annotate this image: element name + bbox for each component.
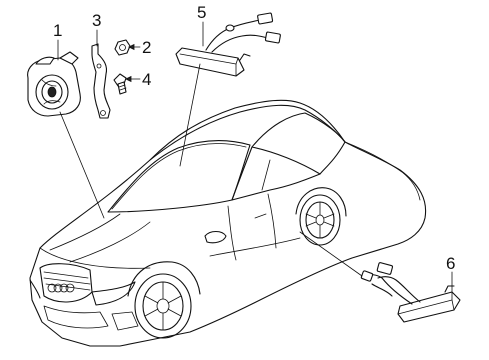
callout-5: 5: [197, 3, 206, 22]
leader-lines: [57, 21, 453, 293]
car-illustration: [29, 99, 427, 347]
callout-6: 6: [446, 254, 455, 273]
callout-3: 3: [92, 11, 101, 30]
callout-labels: 1 2 3 4 5 6: [53, 3, 455, 273]
part-5-module: [175, 12, 281, 77]
brand-rings-icon: [47, 283, 75, 293]
part-3-bracket: [91, 43, 111, 119]
part-4-bolt: [113, 73, 127, 95]
part-2-nut: [114, 39, 131, 56]
rear-wheel: [295, 187, 347, 246]
callout-2: 2: [142, 38, 151, 57]
part-1-siren: [27, 51, 81, 117]
callout-1: 1: [53, 21, 62, 40]
front-wheel: [127, 261, 201, 339]
callout-4: 4: [142, 70, 151, 89]
